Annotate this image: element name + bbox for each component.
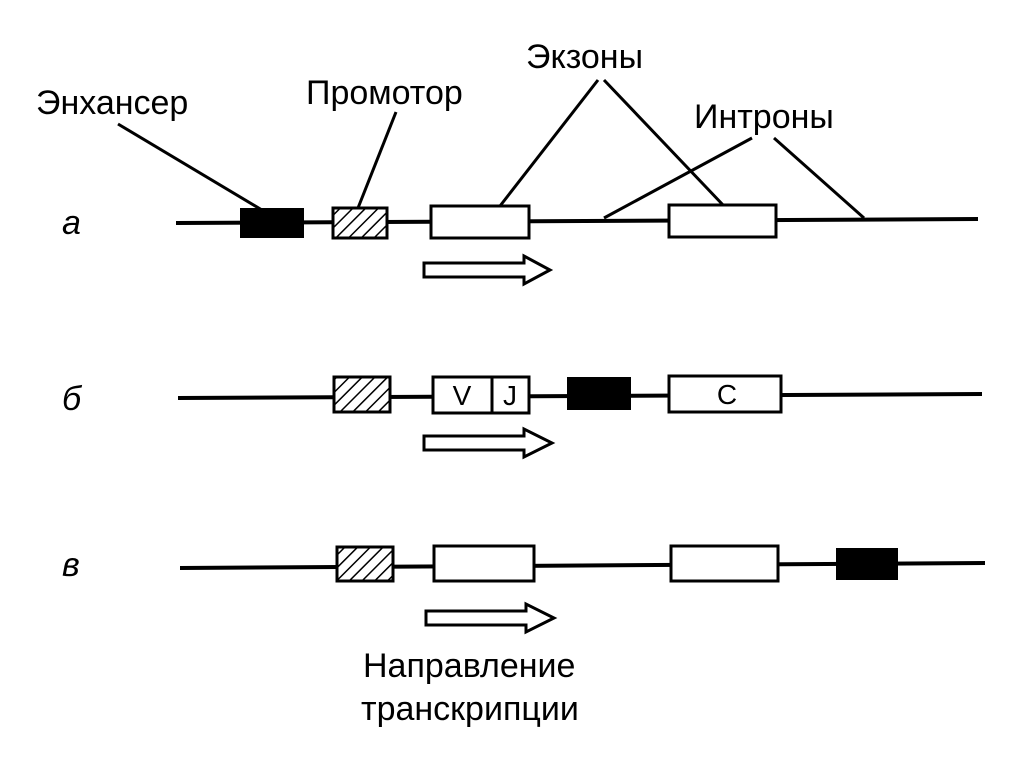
transcription-arrow (422, 253, 554, 287)
promoter-block (331, 206, 389, 240)
intron2-leader (773, 136, 865, 220)
transcription-arrow (424, 601, 558, 635)
gene-row-b: V J C (177, 374, 983, 460)
introns-label: Интроны (694, 98, 834, 136)
leader-lines (117, 78, 865, 220)
enhancer-block (240, 208, 304, 238)
promoter-block (335, 545, 395, 583)
enhancer-block (836, 548, 898, 580)
direction-caption-line2: транскрипции (361, 690, 579, 728)
promoter-block (332, 375, 392, 414)
exon-block (669, 544, 780, 583)
vj-exon-block (431, 375, 531, 415)
row-label-b: б (62, 380, 83, 418)
exon-block (432, 544, 536, 583)
enhancer-block (567, 377, 631, 410)
direction-caption-line1: Направление (363, 647, 575, 685)
exons-label: Экзоны (526, 38, 643, 76)
j-segment-label: J (503, 380, 517, 411)
promoter-leader (356, 111, 398, 209)
c-exon-block (667, 374, 783, 414)
gene-row-a (175, 203, 979, 287)
exon-block (667, 203, 778, 239)
row-label-c: в (62, 546, 80, 584)
c-segment-label: C (717, 379, 737, 410)
exon2-leader (602, 78, 726, 208)
intron1-leader (603, 136, 753, 220)
v-segment-label: V (453, 380, 472, 411)
exon-block (429, 204, 531, 240)
enhancer-label: Энхансер (36, 84, 188, 122)
promoter-label: Промотор (306, 74, 463, 112)
enhancer-leader (117, 122, 263, 212)
row-label-a: а (62, 204, 81, 242)
transcription-arrow (422, 426, 556, 460)
exon1-leader (498, 79, 600, 207)
gene-row-c (179, 544, 986, 635)
